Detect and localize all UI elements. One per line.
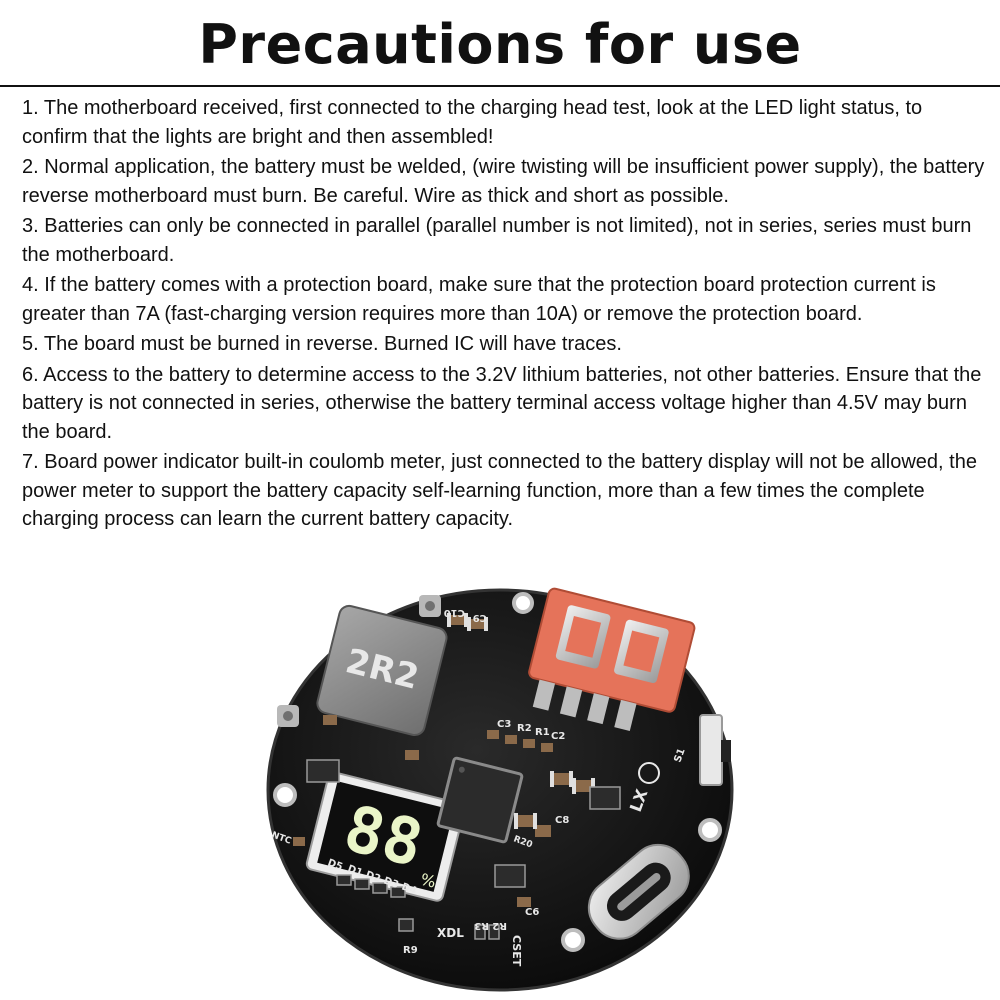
pcb-illustration: 2R2 88 %: [266, 587, 734, 992]
silkscreen-labels: C10 C9 C3 R2 R1 C2 NTC D5 D1 D2 D3 D4 R9…: [270, 607, 688, 967]
precaution-item: 5. The board must be burned in reverse. …: [22, 333, 622, 355]
svg-text:R1: R1: [535, 727, 550, 738]
precautions-list: 1. The motherboard received, first conne…: [22, 94, 990, 536]
main-ic: [436, 756, 524, 844]
svg-text:R2: R2: [492, 920, 507, 931]
smd-components: [293, 613, 621, 940]
precaution-item: 1. The motherboard received, first conne…: [22, 97, 923, 148]
svg-text:D3: D3: [382, 875, 400, 891]
svg-text:CSET: CSET: [510, 935, 523, 967]
svg-text:R2: R2: [517, 723, 532, 734]
svg-text:C2: C2: [551, 731, 565, 742]
usb-a-connector: [528, 587, 696, 731]
led-display: 88 %: [305, 771, 466, 902]
test-pads: [277, 595, 441, 727]
svg-text:C8: C8: [555, 815, 569, 826]
svg-text:C10: C10: [444, 607, 465, 618]
svg-text:C6: C6: [525, 907, 539, 918]
svg-text:D1: D1: [346, 863, 364, 879]
svg-text:C9: C9: [473, 612, 487, 623]
pcb-photo: 2R2 88 %: [255, 575, 745, 995]
inductor: 2R2: [316, 604, 448, 737]
svg-text:88: 88: [337, 792, 430, 882]
svg-text:D5: D5: [326, 857, 344, 873]
svg-text:S1: S1: [672, 747, 687, 764]
precaution-item: 4. If the battery comes with a protectio…: [22, 274, 936, 325]
svg-text:R3: R3: [474, 920, 489, 931]
mounting-holes: [273, 592, 722, 952]
precaution-item: 2. Normal application, the battery must …: [22, 156, 985, 207]
svg-text:C3: C3: [497, 719, 511, 730]
svg-text:R9: R9: [403, 945, 418, 956]
usb-c-connector: [587, 843, 690, 940]
page-title: Precautions for use: [198, 13, 802, 76]
svg-text:XDL: XDL: [437, 926, 464, 940]
title-divider: [0, 85, 1000, 87]
svg-text:%: %: [419, 870, 438, 892]
svg-text:D4: D4: [400, 881, 418, 897]
precaution-item: 7. Board power indicator built-in coulom…: [22, 451, 977, 530]
precaution-item: 6. Access to the battery to determine ac…: [22, 363, 982, 443]
precaution-item: 3. Batteries can only be connected in pa…: [22, 215, 972, 266]
svg-text:D2: D2: [364, 869, 382, 885]
side-switch: [699, 714, 731, 786]
